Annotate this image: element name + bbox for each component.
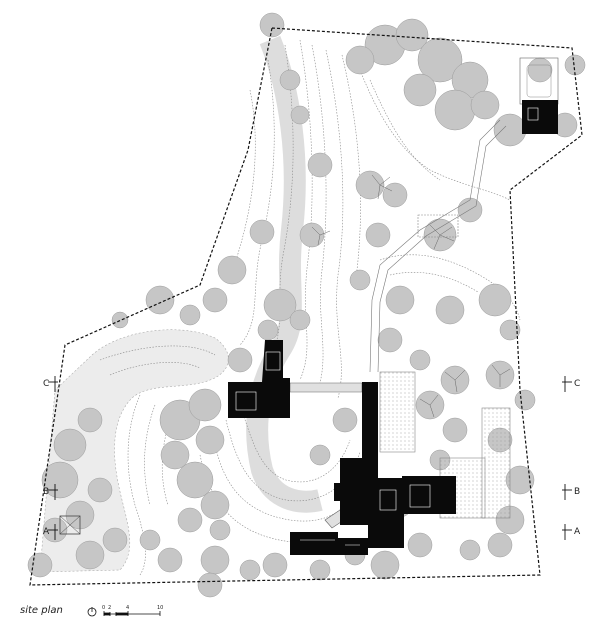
- scale-bar: [103, 611, 161, 616]
- buildings: [228, 100, 558, 555]
- main-house: [340, 458, 404, 548]
- connector-wing: [362, 382, 378, 460]
- site-boundary: [29, 27, 583, 586]
- garage-building: [522, 100, 558, 134]
- section-label-left-a: A: [43, 527, 50, 537]
- tree-branches: [311, 174, 511, 418]
- gazebo: [59, 515, 81, 535]
- building-details: [235, 107, 539, 546]
- east-wing: [402, 476, 456, 514]
- garden-path: [369, 119, 507, 373]
- gazebo-detail: [59, 515, 81, 535]
- scale-tick-10: 10: [157, 605, 163, 611]
- pavilion-upper: [228, 340, 290, 418]
- scale-tick-4: 4: [126, 605, 129, 611]
- scale-tick-2: 2: [108, 605, 111, 611]
- section-markers-left: [48, 376, 58, 540]
- section-label-right-a: A: [574, 527, 581, 537]
- section-label-right-c: C: [574, 379, 580, 389]
- valley-channel: [246, 35, 323, 513]
- south-wing: [290, 532, 368, 555]
- north-arrow-icon: [87, 607, 97, 617]
- car-outline: [526, 64, 552, 98]
- section-label-left-c: C: [43, 379, 49, 389]
- section-label-right-b: B: [574, 487, 580, 497]
- pool-pavilion: [334, 483, 376, 501]
- section-markers-right: [562, 376, 572, 540]
- section-label-left-b: B: [43, 487, 49, 497]
- scale-tick-0: 0: [102, 605, 105, 611]
- drawing-caption: site plan: [20, 605, 63, 616]
- trees: [27, 12, 586, 598]
